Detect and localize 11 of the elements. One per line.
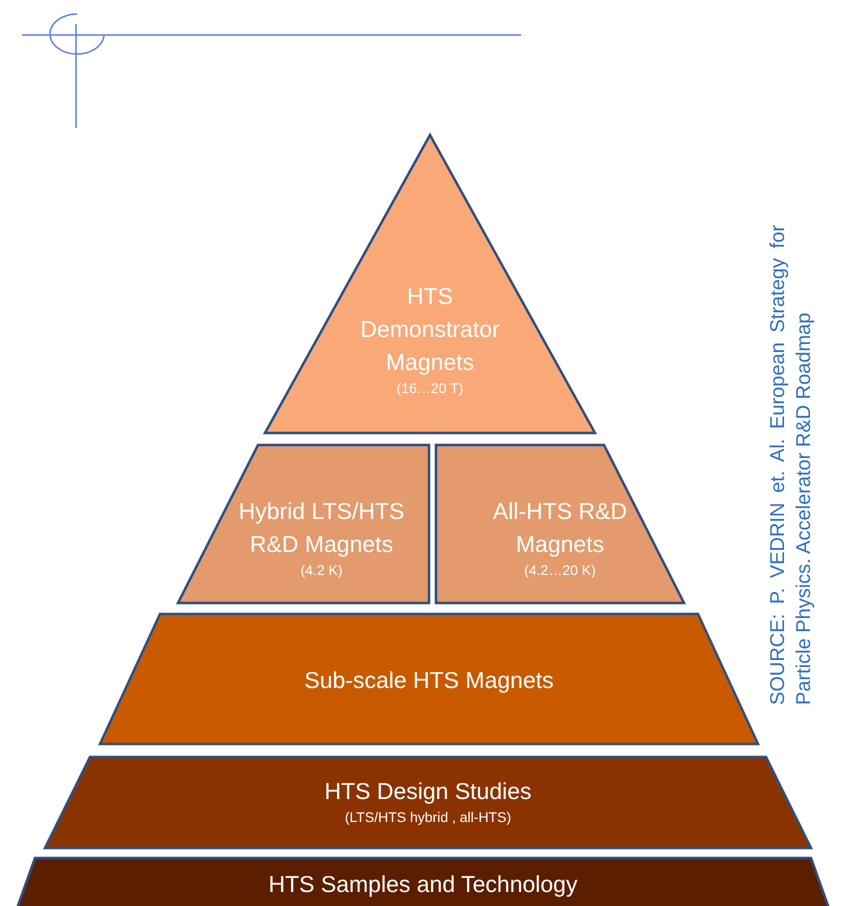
tier-subtitle: (4.2…20 K) — [523, 561, 597, 579]
tier-subtitle: (LTS/HTS hybrid , all-HTS) — [344, 808, 512, 826]
source-note: SOURCE: P. VEDRIN et. Al. European Strategy for Particle Physics. Accelerator R&D Roadmap — [766, 225, 816, 705]
tier-title: HTS Demonstrator Magnets — [359, 282, 501, 377]
tier-title: All-HTS R&D Magnets — [492, 497, 628, 559]
tier-subtitle: (4.2 K) — [299, 561, 344, 579]
tier-title: HTS Samples and Technology — [268, 870, 578, 899]
tier-title: Sub-scale HTS Magnets — [303, 666, 555, 695]
tier-subtitle: (16…20 T) — [396, 379, 464, 397]
tier-title: HTS Design Studies — [323, 777, 533, 806]
tier-title: Hybrid LTS/HTS R&D Magnets — [238, 497, 406, 559]
